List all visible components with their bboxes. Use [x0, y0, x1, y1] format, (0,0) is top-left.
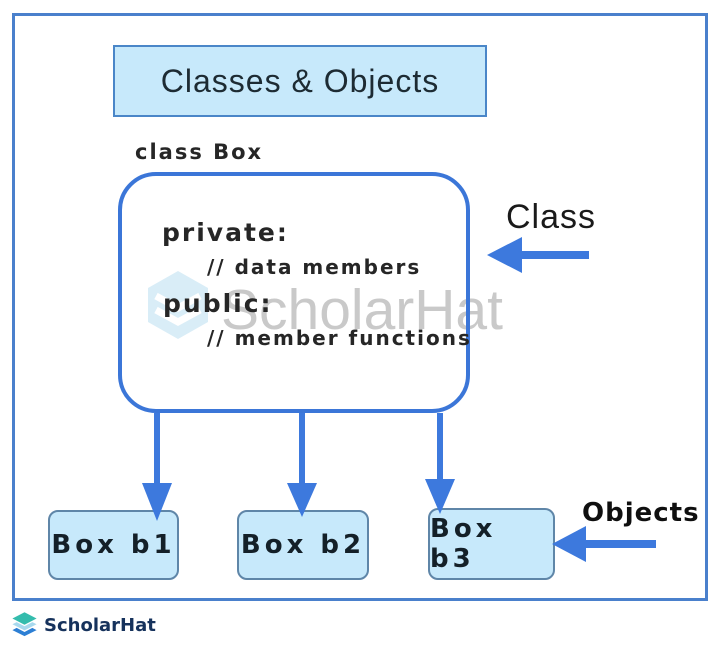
- class-declaration-label: class Box: [135, 140, 264, 164]
- object-node-b3-label: Box b3: [430, 514, 497, 574]
- object-node-b2-label: Box b2: [240, 530, 366, 560]
- class-body-member-functions-comment: // member functions: [207, 326, 472, 350]
- object-node-b2: Box b2: [237, 510, 369, 580]
- watermark-logo-icon: [148, 271, 208, 339]
- scholarhat-logo-icon: [12, 611, 37, 636]
- class-body-private-keyword: private:: [162, 218, 289, 247]
- object-node-b3: Box b3: [428, 508, 555, 580]
- class-body-data-members-comment: // data members: [207, 255, 422, 279]
- class-arrow-label: Class: [506, 198, 597, 236]
- object-node-b1: Box b1: [48, 510, 179, 580]
- class-body-public-keyword: public:: [163, 289, 273, 318]
- diagram-title-box: Classes & Objects: [113, 45, 487, 117]
- outer-frame: [12, 13, 708, 601]
- objects-arrow-label: Objects: [582, 498, 700, 528]
- object-node-b1-label: Box b1: [51, 530, 176, 560]
- diagram-title: Classes & Objects: [160, 62, 440, 99]
- scholarhat-brand-text: ScholarHat: [44, 614, 156, 636]
- brand-footer: ScholarHat: [10, 610, 156, 640]
- watermark-text: ScholarHat: [221, 278, 503, 342]
- class-node-box: private: // data members public: // memb…: [118, 172, 470, 413]
